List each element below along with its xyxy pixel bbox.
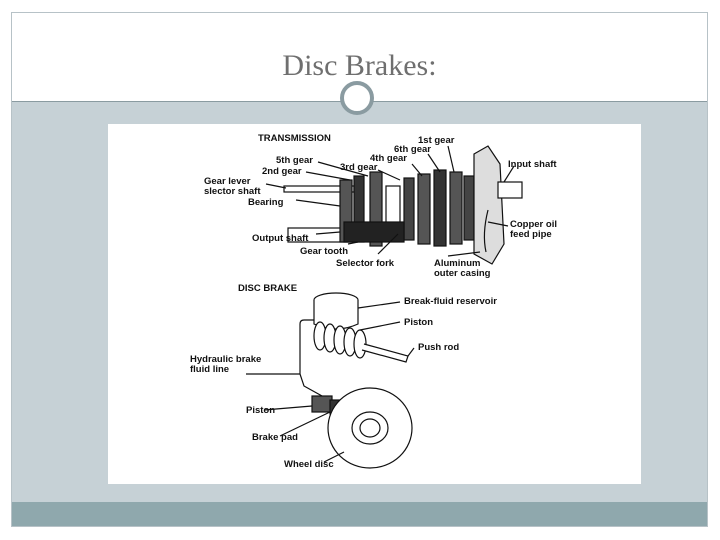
label-piston-bottom: Piston (246, 405, 275, 416)
outer-casing (473, 145, 505, 265)
footer-band (12, 502, 707, 526)
label-gear-tooth: Gear tooth (300, 246, 348, 257)
label-brake-pad: Brake pad (252, 432, 298, 443)
caliper-piston (311, 395, 333, 413)
label-output-shaft: Output shaft (252, 233, 309, 244)
label-input-shaft: Input shaft (508, 159, 557, 170)
push-rod (361, 343, 409, 363)
label-hydraulic-brake: Hydraulic brake (190, 354, 261, 365)
label-reservoir: Break-fluid reservoir (404, 296, 497, 307)
hydraulic-line (299, 319, 323, 404)
transmission-heading: TRANSMISSION (258, 133, 331, 144)
label-copper-oil: Copper oil (510, 219, 557, 230)
slide-title: Disc Brakes: (282, 49, 437, 82)
label-wheel-disc: Wheel disc (284, 459, 334, 470)
diagram-image: TRANSMISSION 1st gear 6th gear 4th gear … (108, 124, 641, 484)
label-1st-gear: 1st gear (418, 135, 455, 146)
label-aluminum: Aluminum (434, 258, 480, 269)
label-piston-top: Piston (404, 317, 433, 328)
label-2nd-gear: 2nd gear (262, 166, 302, 177)
input-shaft (497, 181, 523, 199)
label-slector-shaft: slector shaft (204, 186, 261, 197)
label-feed-pipe: feed pipe (510, 229, 552, 240)
divider-ring-icon (340, 81, 374, 115)
label-outer-casing: outer casing (434, 268, 491, 279)
label-bearing: Bearing (248, 197, 284, 208)
transmission-labels: TRANSMISSION 1st gear 6th gear 4th gear … (204, 133, 557, 279)
label-3rd-gear: 3rd gear (340, 162, 378, 173)
disc-brake-heading: DISC BRAKE (238, 283, 297, 294)
label-fluid-line: fluid line (190, 364, 229, 375)
label-4th-gear: 4th gear (370, 153, 407, 164)
master-cylinder (313, 321, 367, 359)
label-selector-fork: Selector fork (336, 258, 395, 269)
copper-pipe (483, 209, 489, 253)
label-push-rod: Push rod (418, 342, 459, 353)
diagram-svg: TRANSMISSION 1st gear 6th gear 4th gear … (190, 133, 557, 470)
disc-brake-labels: DISC BRAKE Break-fluid reservoir Piston … (190, 283, 497, 470)
label-6th-gear: 6th gear (394, 144, 431, 155)
label-gear-lever: Gear lever (204, 176, 251, 187)
transmission-drawing (265, 145, 523, 265)
disc-brake-drawing (246, 292, 415, 469)
slide-frame (11, 12, 708, 527)
gear-cluster (339, 169, 475, 247)
label-5th-gear: 5th gear (276, 155, 313, 166)
